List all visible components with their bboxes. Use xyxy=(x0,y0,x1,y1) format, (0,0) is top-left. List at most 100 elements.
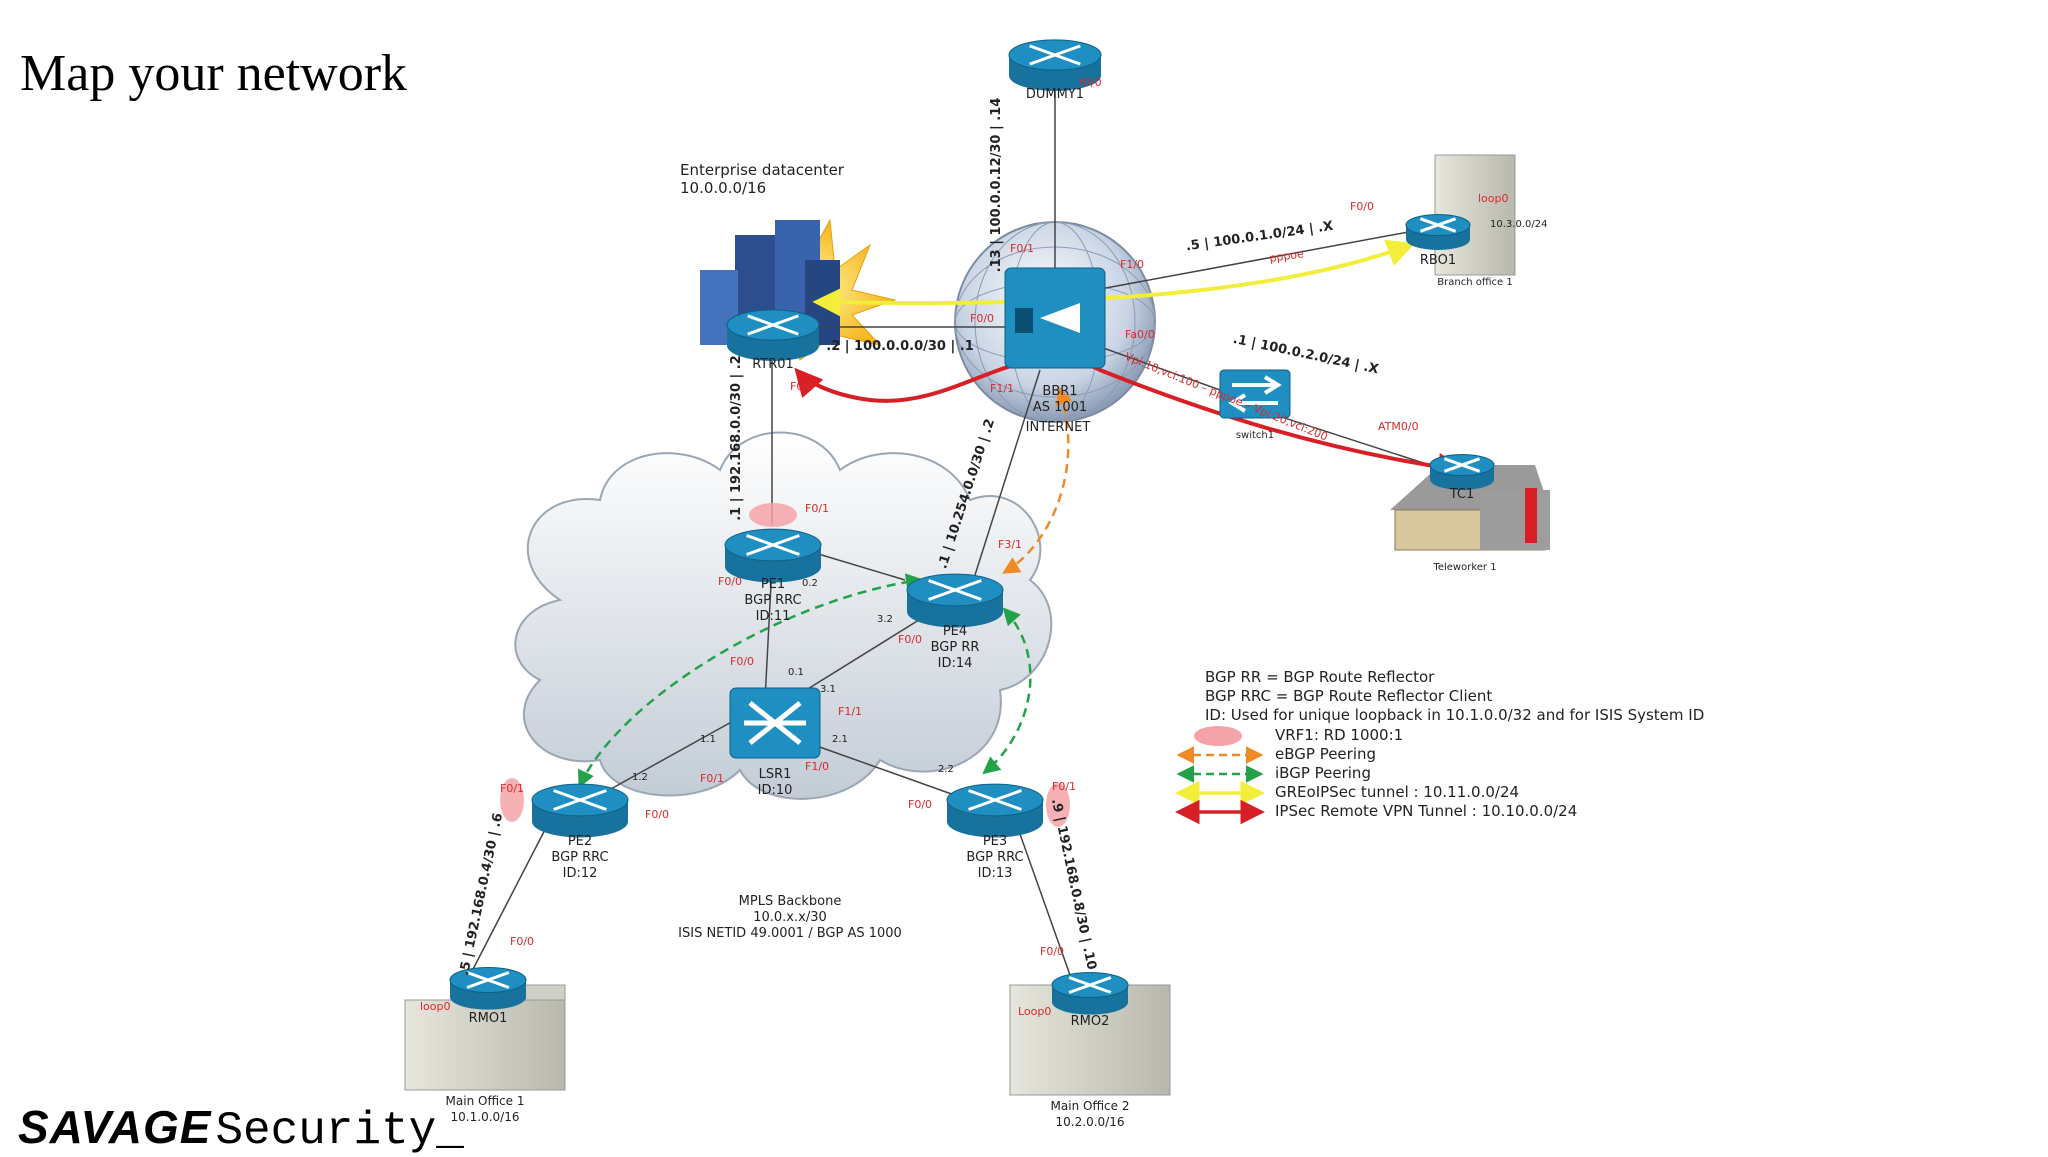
bbr-if-f31: F3/1 xyxy=(998,538,1022,551)
rtr-pe1-link: .1 | 192.168.0.0/30 | .2 xyxy=(729,355,744,521)
bbr1-as: AS 1001 xyxy=(1033,400,1087,415)
bbr-if-f10: F1/0 xyxy=(1120,258,1144,271)
pe2-role: BGP RRC xyxy=(551,850,608,865)
main2-net: 10.2.0.0/16 xyxy=(1056,1115,1125,1129)
pe4-iface-f00: F0/0 xyxy=(898,633,922,646)
pe4-label: PE4 xyxy=(943,624,967,639)
bbr-if-f00: F0/0 xyxy=(970,312,994,325)
pe1-iface-f00: F0/0 xyxy=(718,575,742,588)
rmo2-loopback: Loop0 xyxy=(1018,1005,1051,1018)
rmo2-iface: F0/0 xyxy=(1040,945,1064,958)
legend-id: ID: Used for unique loopback in 10.1.0.0… xyxy=(1205,706,1704,724)
legend-vrf-swatch xyxy=(1194,726,1242,746)
legend-vrf: VRF1: RD 1000:1 xyxy=(1275,726,1403,744)
router-icon-pe2 xyxy=(531,783,629,838)
datacenter-title: Enterprise datacenter xyxy=(680,161,845,179)
rmo2-label: RMO2 xyxy=(1071,1014,1110,1029)
dummy1-iface: f0/0 xyxy=(1080,76,1102,89)
pe3-iface-f00: F0/0 xyxy=(908,798,932,811)
pe2-iface-f01: F0/1 xyxy=(500,782,524,795)
lsr1-p01: 0.1 xyxy=(788,667,804,678)
bbr-if-fa00: Fa0/0 xyxy=(1125,328,1155,341)
legend-bgp-rrc: BGP RRC = BGP Route Reflector Client xyxy=(1205,687,1492,705)
ibgp-peering xyxy=(578,573,1032,789)
pe4-id: ID:14 xyxy=(938,656,973,671)
rtr01-label: RTR01 xyxy=(752,357,794,372)
teleworker-label: Teleworker 1 xyxy=(1432,562,1496,573)
router-icon-tc1 xyxy=(1429,453,1495,490)
rmo1-label: RMO1 xyxy=(469,1011,508,1026)
lsr1-if-f01: F0/1 xyxy=(700,772,724,785)
pe3-port: 2.2 xyxy=(938,764,954,775)
rtr-bbr-link: .2 | 100.0.0.0/30 | .1 xyxy=(826,339,974,354)
bbr-if-f01: F0/1 xyxy=(1010,242,1034,255)
router-icon-rbo1 xyxy=(1405,213,1471,250)
router-icon-pe3 xyxy=(946,783,1044,838)
switch1-label: switch1 xyxy=(1236,430,1274,441)
branch-label: Branch office 1 xyxy=(1437,277,1512,288)
lsr1-p11: 1.1 xyxy=(700,734,716,745)
dummy-link-label: .13 | 100.0.0.12/30 | .14 xyxy=(989,98,1004,273)
rbo1-lan: 10.3.0.0/24 xyxy=(1490,219,1547,230)
legend-gre: GREoIPSec tunnel : 10.11.0.0/24 xyxy=(1275,783,1519,801)
main1-label: Main Office 1 xyxy=(446,1094,525,1108)
lsr1-label: LSR1 xyxy=(759,767,792,782)
legend-ipsec: IPSec Remote VPN Tunnel : 10.10.0.0/24 xyxy=(1275,802,1577,820)
bbr-if-f11: F1/1 xyxy=(990,382,1014,395)
switch-icon xyxy=(1219,369,1291,419)
pe2-port: 1.2 xyxy=(632,772,648,783)
mpls-net: 10.0.x.x/30 xyxy=(753,910,827,925)
router-icon-pe4 xyxy=(906,573,1004,628)
pe1-label: PE1 xyxy=(761,577,785,592)
datacenter-net: 10.0.0.0/16 xyxy=(680,179,766,197)
gre-tunnel xyxy=(812,239,1416,317)
mpls-isis: ISIS NETID 49.0001 / BGP AS 1000 xyxy=(678,926,902,941)
rbo1-label: RBO1 xyxy=(1420,253,1456,268)
routers xyxy=(449,39,1495,1015)
router-icon-rtr01 xyxy=(726,309,820,361)
brand-savage: SAVAGE xyxy=(18,1101,212,1153)
brand-security: Security_ xyxy=(215,1105,464,1157)
mpls-title: MPLS Backbone xyxy=(739,894,842,909)
lsr1-if-f11: F1/1 xyxy=(838,705,862,718)
legend-ibgp: iBGP Peering xyxy=(1275,764,1371,782)
tc1-iface: ATM0/0 xyxy=(1378,420,1419,433)
bbr-rbo-link: .5 | 100.0.1.0/24 | .X xyxy=(1185,219,1334,255)
pe2-iface-f00: F0/0 xyxy=(645,808,669,821)
legend-bgp-rr: BGP RR = BGP Route Reflector xyxy=(1205,668,1435,686)
rmo1-loopback: loop0 xyxy=(420,1000,451,1013)
rtr01-iface-f00: F0/0 xyxy=(790,380,814,393)
vpi-label: Vpi:10,vci:100 – pppoe – Vpi:20,vci:200 xyxy=(1123,350,1330,444)
router-icon-rmo1 xyxy=(449,966,527,1010)
bbr1-name: BBR1 xyxy=(1042,384,1077,399)
lsr1-if-f00: F0/0 xyxy=(730,655,754,668)
rbo1-loopback: loop0 xyxy=(1478,192,1509,205)
pe3-iface-f01: F0/1 xyxy=(1052,780,1076,793)
pe1-iface-f01: F0/1 xyxy=(805,502,829,515)
pe1-port: 0.2 xyxy=(802,578,818,589)
pe1-role: BGP RRC xyxy=(744,593,801,608)
pe3-role: BGP RRC xyxy=(966,850,1023,865)
bbr1-internet: INTERNET xyxy=(1026,420,1091,435)
brand-logo: SAVAGE Security_ xyxy=(18,1100,464,1157)
pe4-role: BGP RR xyxy=(931,640,980,655)
legend: BGP RR = BGP Route Reflector BGP RRC = B… xyxy=(1175,668,1704,825)
pe2-id: ID:12 xyxy=(563,866,598,881)
lsr1-id: ID:10 xyxy=(758,783,793,798)
rmo1-iface: F0/0 xyxy=(510,935,534,948)
dummy1-label: DUMMY1 xyxy=(1026,87,1084,102)
pe1-id: ID:11 xyxy=(756,609,791,624)
lsr1-p21: 2.1 xyxy=(832,734,848,745)
router-icon-dummy1 xyxy=(1008,39,1102,91)
router-icon-rmo2 xyxy=(1051,971,1129,1015)
ebgp-peering xyxy=(1002,386,1073,574)
tc1-label: TC1 xyxy=(1449,487,1475,502)
pe4-port: 3.2 xyxy=(877,614,893,625)
router-icon-pe1 xyxy=(724,528,822,583)
lsr1-if-f10: F1/0 xyxy=(805,760,829,773)
lsr1-p31: 3.1 xyxy=(820,684,836,695)
pe3-label: PE3 xyxy=(983,834,1007,849)
bbr-firewall-icon xyxy=(1004,267,1106,369)
main2-label: Main Office 2 xyxy=(1051,1099,1130,1113)
